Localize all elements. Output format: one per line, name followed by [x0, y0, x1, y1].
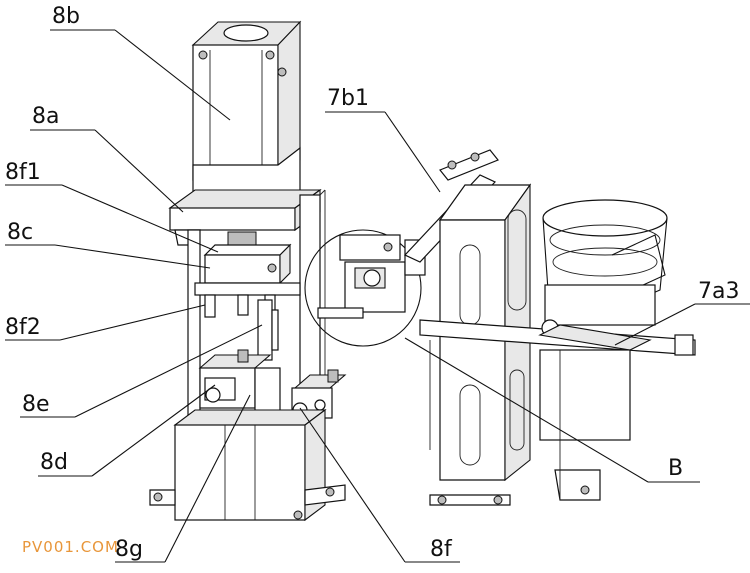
press-base — [149, 408, 346, 522]
label-7a3: 7a3 — [698, 279, 740, 304]
label-B: B — [668, 456, 684, 481]
press-head-8c — [194, 231, 301, 326]
leader-lines — [5, 29, 750, 563]
label-8f2: 8f2 — [5, 315, 41, 340]
label-8g: 8g — [115, 537, 143, 562]
label-8d: 8d — [40, 450, 68, 475]
label-8f: 8f — [430, 537, 452, 562]
watermark: PV001.COM — [22, 538, 119, 556]
feeder-base — [429, 324, 652, 506]
detail-circle — [304, 229, 426, 347]
feeder-bowl — [542, 199, 668, 326]
label-8f1: 8f1 — [5, 160, 41, 185]
cylinder-8b — [191, 20, 302, 211]
stand-plate — [438, 183, 532, 482]
label-8e: 8e — [22, 392, 50, 417]
label-8a: 8a — [32, 104, 60, 129]
label-8c: 8c — [7, 220, 34, 245]
label-8b: 8b — [52, 4, 80, 29]
label-7b1: 7b1 — [327, 86, 369, 111]
